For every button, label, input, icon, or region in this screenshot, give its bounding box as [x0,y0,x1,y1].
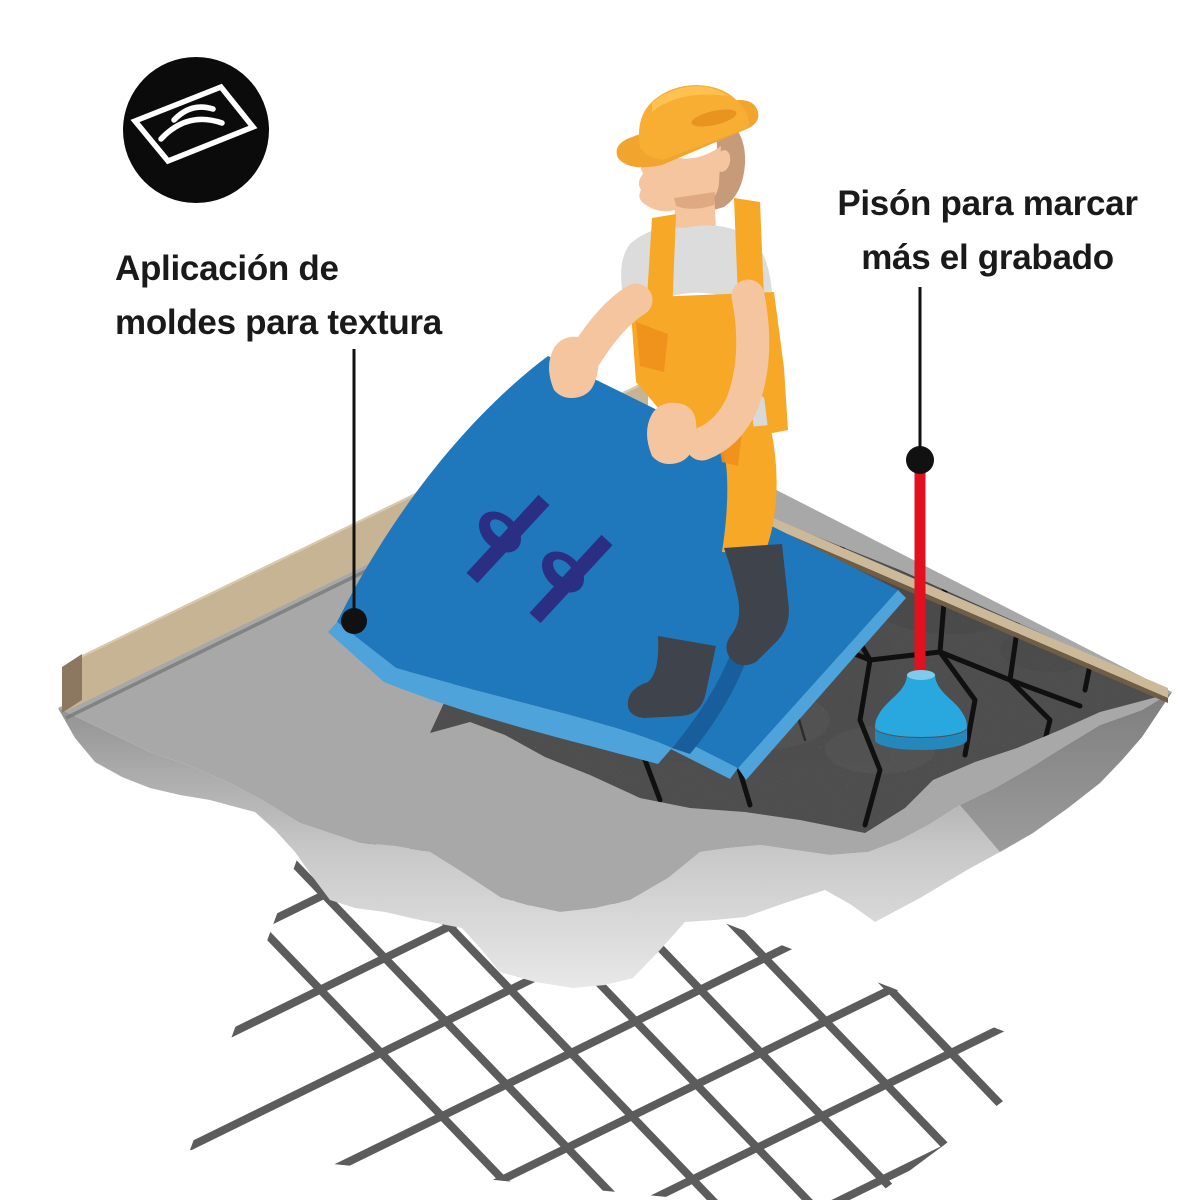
tamper-base-rim [875,728,967,750]
texture-mat-icon [123,57,269,203]
worker-neck-shadow [674,192,715,209]
mold-edge-bottom [328,622,672,764]
label-tamper-line2: más el grabado [861,238,1114,277]
board-left-end [62,654,82,713]
worker-left-hand [549,336,599,398]
worker-limbs [549,279,789,718]
hardhat-vent [691,109,737,127]
label-tamper: Pisón para marcar más el grabado [795,177,1180,285]
worker-ear [715,150,731,172]
worker-left-boot [627,636,716,718]
tamper-base-top [875,717,967,737]
callout-tamper [906,287,934,474]
tamper-tool [875,460,967,750]
mold-handle [529,534,613,624]
label-molds-line1: Aplicación de [115,249,339,288]
label-molds: Aplicación de moldes para textura [115,242,535,350]
label-tamper-line1: Pisón para marcar [837,184,1138,223]
mold-handle [466,494,550,584]
board-right-edge [750,518,1168,703]
tamper-neck-cap [907,670,935,680]
worker-right-boot [724,544,789,666]
tamper-base [875,674,967,727]
hardhat-highlight [652,86,728,112]
slab-side-face [58,692,1172,988]
callout-dot [341,608,367,634]
mold-face [337,356,752,748]
worker-right-hand [647,402,697,464]
overalls-strap-left [646,214,676,316]
overalls-strap-right [734,198,764,298]
slab-side-right-shade [960,692,1172,852]
label-molds-line2: moldes para textura [115,303,442,342]
callout-dot [906,446,934,474]
overalls-hip-shade [636,322,668,372]
callout-molds [341,349,367,634]
worker-right-arm [685,279,770,461]
board-right-top [750,508,1168,698]
